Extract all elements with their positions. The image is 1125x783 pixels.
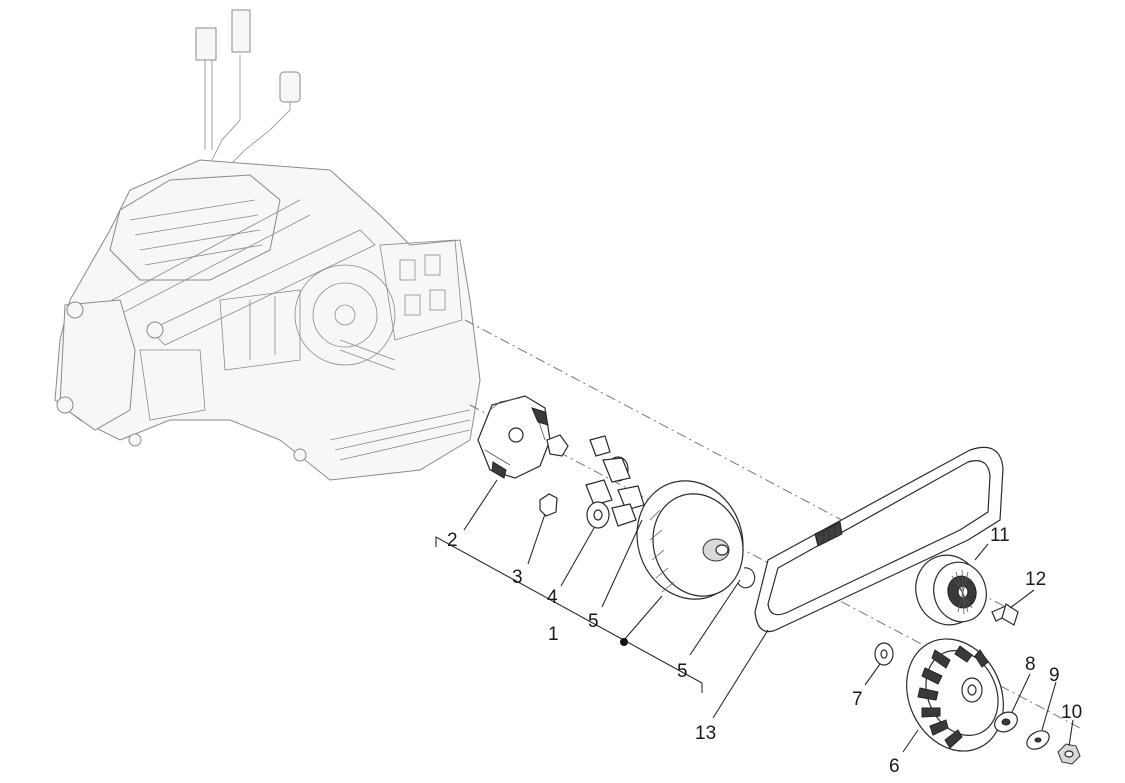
- part-11-idler-roller: [915, 554, 987, 626]
- group-bracket: [435, 536, 703, 693]
- callout-7: 7: [852, 689, 863, 710]
- callout-2: 2: [447, 530, 458, 551]
- engine-assembly-illustration: [54, 9, 481, 481]
- part-3-slider: [539, 493, 558, 517]
- callout-6: 6: [889, 756, 900, 777]
- callout-3: 3: [512, 567, 523, 588]
- leader-lines: [463, 479, 1074, 753]
- reference-dot: [620, 638, 628, 646]
- part-6-fan-pulley: [906, 638, 1004, 752]
- callout-1: 1: [548, 624, 559, 645]
- part-2-roller-plate: [477, 395, 551, 479]
- callout-9: 9: [1049, 665, 1060, 686]
- callout-12: 12: [1025, 569, 1046, 590]
- callout-13: 13: [695, 723, 716, 744]
- callout-10: 10: [1061, 702, 1082, 723]
- callout-11: 11: [990, 525, 1010, 546]
- callout-labels: 1 2 3 4 5 5 6 7 8 9 10 11 12 13: [447, 525, 1082, 777]
- axis-line-upper: [464, 319, 1016, 613]
- part-4-rollers: [585, 435, 645, 529]
- variator-movable-pulley: [636, 480, 744, 600]
- callout-4: 4: [547, 587, 558, 608]
- slider-small: [546, 434, 569, 457]
- part-12-bolt: [991, 603, 1019, 626]
- callout-5b: 5: [677, 661, 688, 682]
- callout-5a: 5: [588, 611, 599, 632]
- part-5-circlip-b: [737, 567, 756, 589]
- part-13-drive-belt: [754, 446, 1004, 633]
- callout-8: 8: [1025, 654, 1036, 675]
